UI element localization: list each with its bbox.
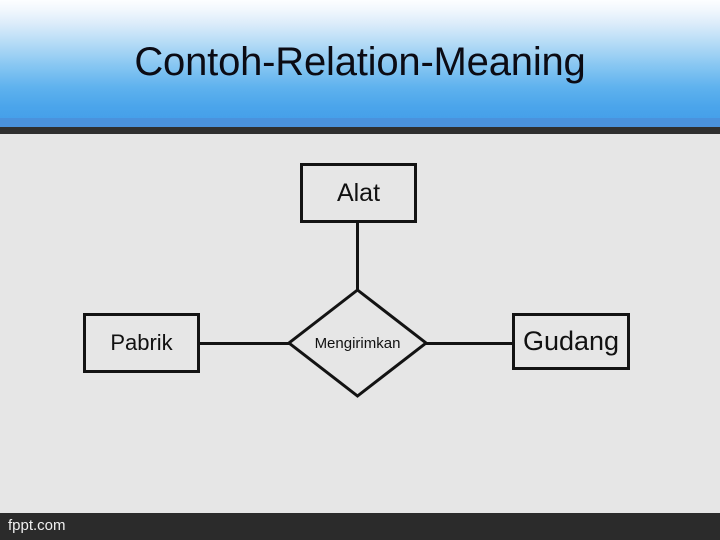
header-accent-band [0,118,720,127]
connector-pabrik-to-mengirimkan [198,342,290,345]
page-title: Contoh-Relation-Meaning [134,40,586,84]
footer-watermark: fppt.com [8,517,66,534]
entity-pabrik[interactable]: Pabrik [83,313,200,373]
entity-alat[interactable]: Alat [300,163,417,223]
relationship-mengirimkan[interactable]: Mengirimkan [287,288,428,398]
entity-gudang[interactable]: Gudang [512,313,630,370]
entity-gudang-label: Gudang [522,326,620,356]
entity-alat-label: Alat [336,178,381,207]
connector-alat-to-mengirimkan [356,222,359,292]
diamond-shape-icon [287,288,428,398]
slide-footer: fppt.com [0,513,720,540]
connector-mengirimkan-to-gudang [425,342,514,345]
header-gradient-band [0,0,720,118]
relationship-mengirimkan-label: Mengirimkan [314,334,401,352]
entity-pabrik-label: Pabrik [110,330,173,355]
er-diagram: Alat Pabrik Gudang Mengirimkan [0,134,720,513]
slide-header: Contoh-Relation-Meaning [0,0,720,134]
header-dark-rule [0,127,720,134]
